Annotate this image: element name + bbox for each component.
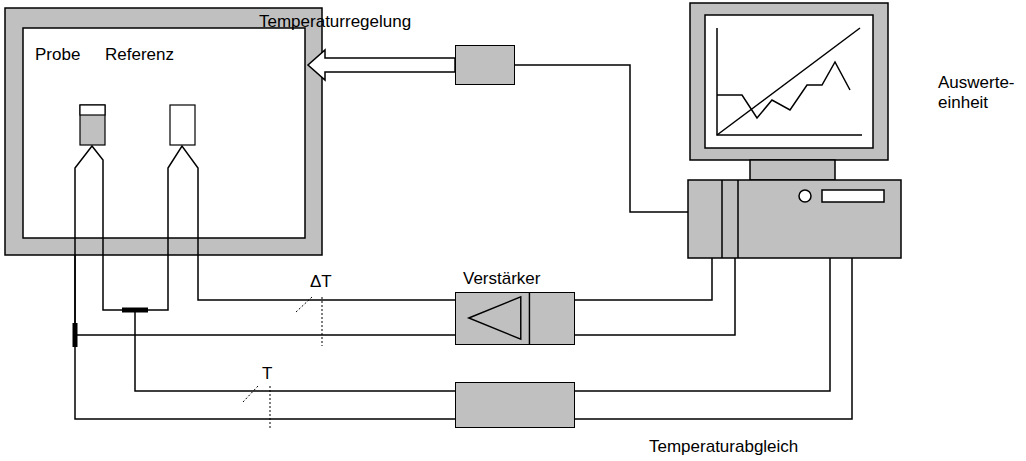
furnace: Probe Referenz: [5, 8, 322, 255]
heating-arrow: [308, 50, 455, 80]
wire-connector: [75, 255, 455, 419]
wire-connector: [515, 65, 688, 212]
furnace: [5, 8, 322, 255]
reference-label: Referenz: [105, 45, 174, 65]
controller-label: Temperaturregelung: [259, 12, 411, 32]
signal-label: T: [262, 364, 272, 384]
computer: Auswerte- einheit: [688, 3, 902, 258]
compensation-label: Temperaturabgleich: [649, 437, 798, 457]
computer: [688, 3, 901, 258]
amplifier-symbol: [456, 293, 574, 344]
compensation-box: Temperaturabgleich: [455, 382, 575, 428]
signal-label: ΔT: [310, 272, 332, 292]
crucibles: [80, 105, 195, 145]
sample-label: Probe: [35, 45, 80, 65]
thermocouples: [75, 146, 198, 255]
wire-connector: [75, 255, 455, 347]
wire-connector: [575, 258, 852, 419]
amplifier-box: Verstärker: [455, 292, 575, 345]
controller-box: Temperaturregelung: [455, 45, 515, 85]
leader-lines: [243, 297, 322, 428]
wire-connector: [575, 258, 735, 335]
amplifier-label: Verstärker: [463, 269, 540, 289]
computer-label: Auswerte- einheit: [938, 73, 1020, 112]
